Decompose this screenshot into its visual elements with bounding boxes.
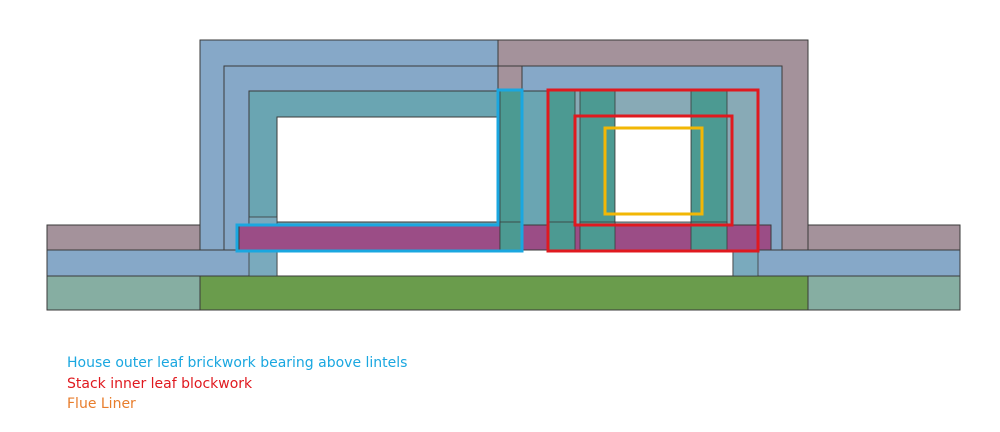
inner-leaf-outline-outer [546, 88, 760, 253]
outer-leaf-outline [235, 88, 524, 253]
flue-opening [614, 116, 692, 223]
mauve-joint [497, 65, 523, 93]
lintel-left [238, 224, 501, 251]
legend-flue-liner: Flue Liner [67, 396, 136, 412]
legend-outer-leaf: House outer leaf brickwork bearing above… [67, 355, 408, 371]
pier-left [248, 249, 278, 277]
inner-leaf-outline-inner [573, 114, 734, 227]
legend-inner-leaf: Stack inner leaf blockwork [67, 375, 253, 392]
teal-block-2-lower [548, 221, 576, 251]
slab-center [199, 275, 809, 311]
flue-liner-outline [603, 126, 704, 216]
legend: House outer leaf brickwork bearing above… [67, 353, 407, 415]
slab-right [807, 275, 961, 311]
opening-left [276, 116, 499, 223]
teal-block-4-lower [690, 221, 728, 251]
teal-block-1-lower [499, 221, 523, 251]
pier-right [732, 249, 759, 277]
lower-opening [276, 249, 734, 277]
slab-left [46, 275, 201, 311]
teal-block-3-lower [579, 221, 616, 251]
